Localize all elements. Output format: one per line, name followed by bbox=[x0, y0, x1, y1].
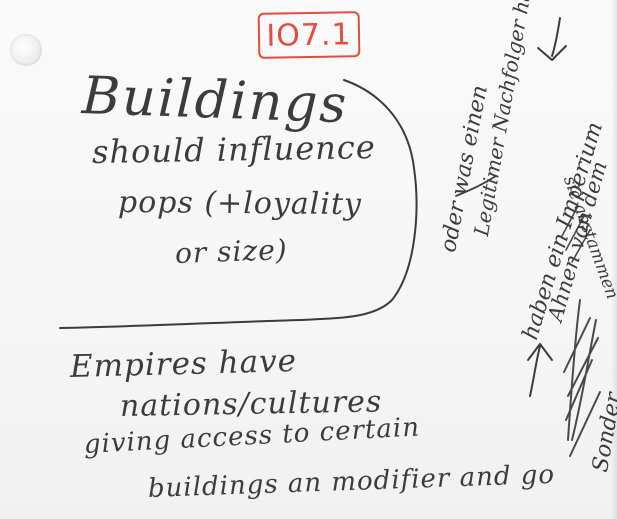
punch-hole bbox=[10, 34, 42, 66]
connector-line bbox=[455, 175, 497, 197]
note-lower-line: Empires have bbox=[69, 343, 298, 385]
up-arrow bbox=[527, 343, 553, 397]
note-line: or size) bbox=[174, 233, 289, 270]
top-right-arrow bbox=[537, 17, 567, 61]
note-line: should influence bbox=[91, 128, 377, 171]
note-title: Buildings bbox=[80, 66, 350, 136]
page-edge-shadow bbox=[611, 0, 617, 519]
divider-line bbox=[59, 319, 301, 329]
note-line: pops (+loyality bbox=[117, 185, 363, 223]
strikeout-scribble bbox=[563, 299, 601, 457]
bracket-curve bbox=[299, 79, 418, 321]
strikeout-scribble-2 bbox=[561, 205, 591, 263]
